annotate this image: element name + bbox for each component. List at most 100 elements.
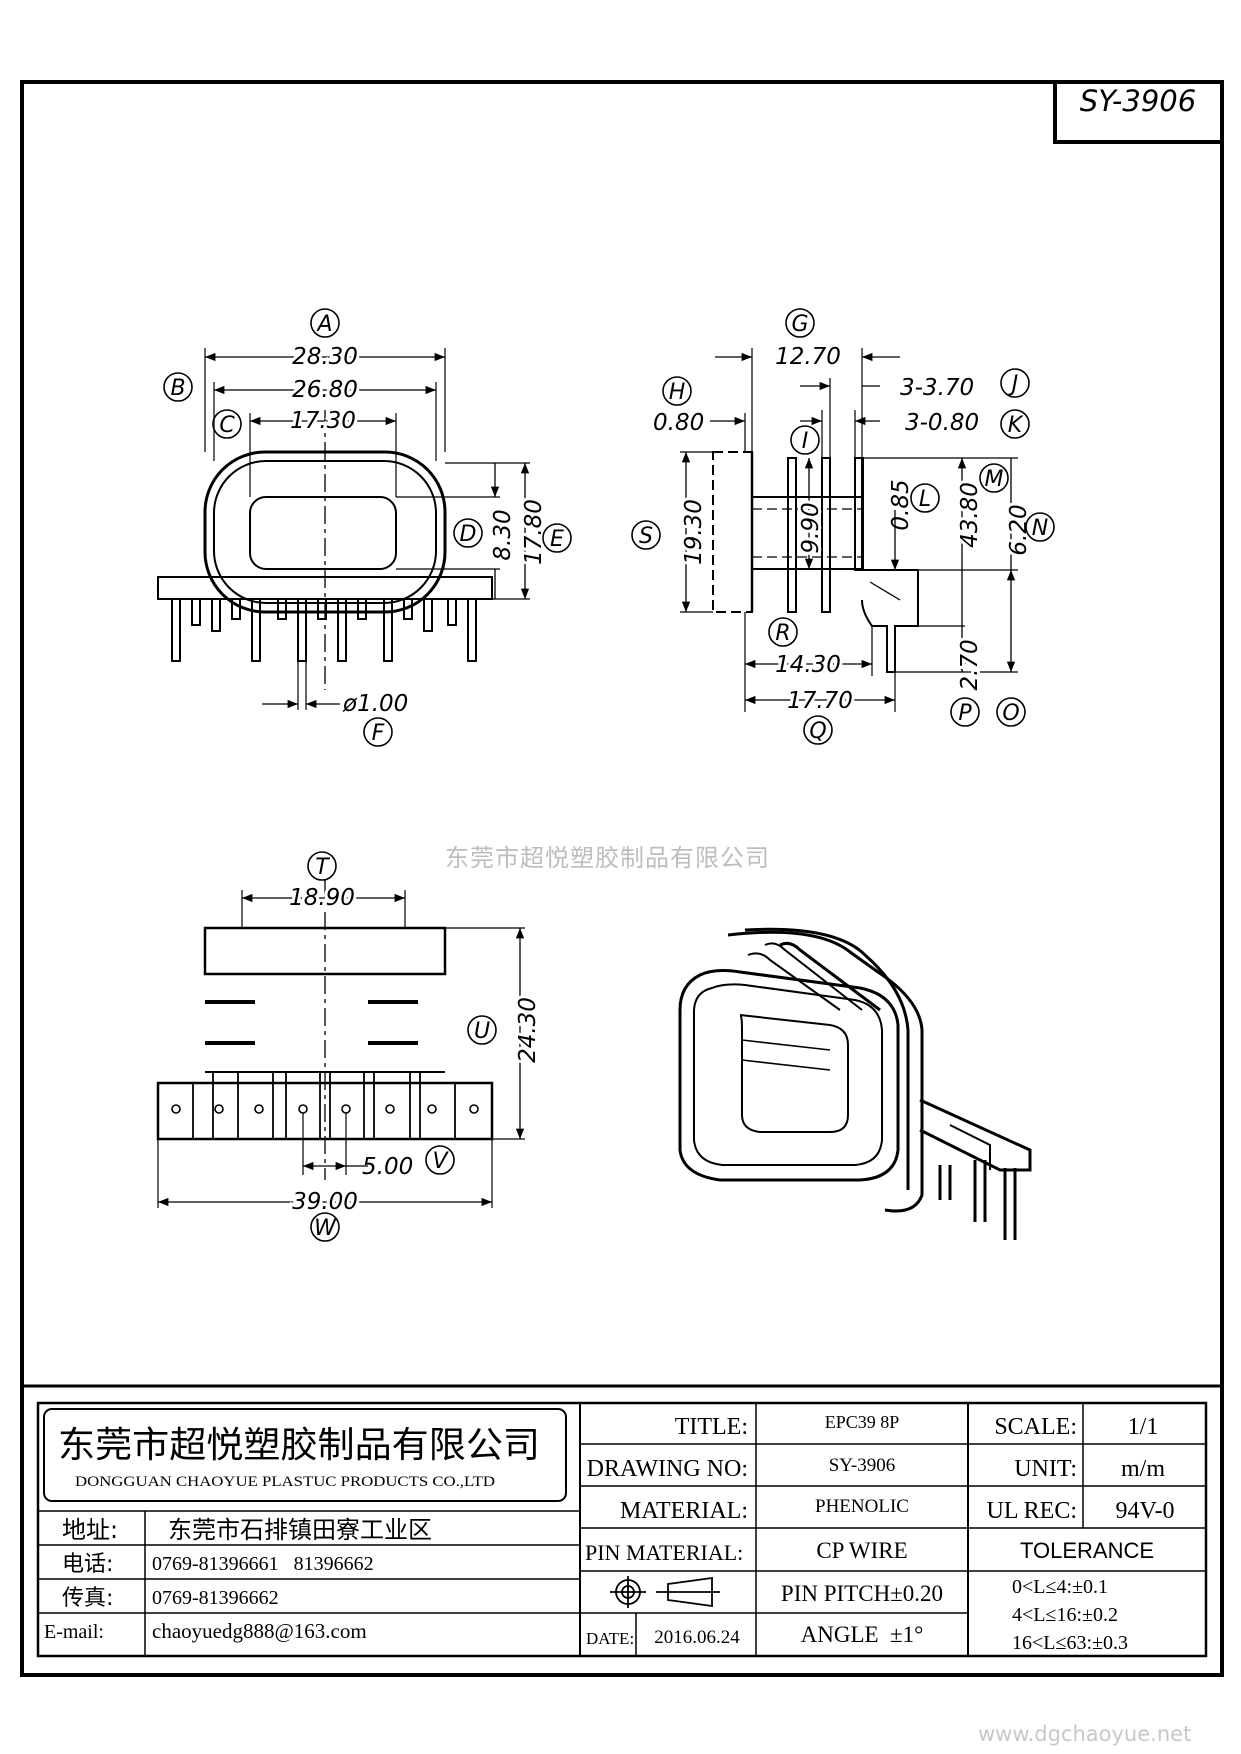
svg-text:12.70: 12.70 [775,344,841,370]
letter-callouts: A B C D E F G H I J K L M N O P Q R S T … [163,308,1055,1242]
svg-text:39.00: 39.00 [292,1189,358,1215]
svg-text:TITLE:: TITLE: [675,1414,748,1440]
svg-text:DRAWING NO:: DRAWING NO: [587,1456,748,1482]
svg-text:Q: Q [809,719,826,744]
callout-C: C [212,409,242,439]
svg-text:DONGGUAN CHAOYUE PLASTUC PRODU: DONGGUAN CHAOYUE PLASTUC PRODUCTS CO.,LT… [75,1474,495,1490]
front-view [157,348,530,710]
svg-text:C: C [219,413,235,438]
callout-E: E [542,523,572,553]
svg-text:3-0.80: 3-0.80 [905,410,979,436]
svg-text:17.70: 17.70 [787,688,853,714]
callout-T: T [307,851,337,881]
svg-text:N: N [1032,516,1048,541]
svg-text:28.30: 28.30 [292,344,358,370]
callout-S: S [631,520,661,550]
watermark-text: 东莞市超悦塑胶制品有限公司 [445,844,770,872]
svg-text:MATERIAL:: MATERIAL: [620,1498,748,1524]
svg-text:UL REC:: UL REC: [987,1498,1077,1524]
callout-V: V [425,1145,455,1175]
callout-L: L [910,483,940,513]
svg-text:ANGLE ±1°: ANGLE ±1° [801,1622,924,1647]
svg-text:SCALE:: SCALE: [994,1414,1077,1440]
callout-H: H [662,376,692,406]
website-text: www.dgchaoyue.net [978,1722,1192,1746]
svg-text:传真:: 传真: [62,1586,113,1611]
front-dimension-labels: 28.30 26.80 17.30 8.30 17.80 ø1.00 [287,341,550,717]
svg-text:DATE:: DATE: [586,1629,634,1648]
svg-text:CP WIRE: CP WIRE [816,1538,907,1563]
svg-text:4<L≤16:±0.2: 4<L≤16:±0.2 [1012,1604,1118,1626]
bottom-dimension-labels: 18.90 24.30 5.00 39.00 [286,882,544,1218]
svg-text:94V-0: 94V-0 [1115,1498,1174,1524]
svg-text:18.90: 18.90 [289,885,355,911]
svg-text:PHENOLIC: PHENOLIC [815,1496,909,1517]
svg-text:E-mail:: E-mail: [44,1621,104,1643]
svg-text:43.80: 43.80 [957,482,983,548]
isometric-view [678,927,1032,1240]
title-block [22,1384,1222,1658]
svg-text:14.30: 14.30 [775,652,841,678]
svg-text:东莞市石排镇田寮工业区: 东莞市石排镇田寮工业区 [168,1516,432,1544]
svg-text:D: D [460,522,477,547]
svg-text:PIN MATERIAL:: PIN MATERIAL: [585,1540,743,1565]
svg-text:24.30: 24.30 [515,997,541,1063]
svg-text:0.85: 0.85 [888,479,914,530]
svg-text:P: P [958,701,972,726]
callout-M: M [979,463,1009,493]
svg-text:6.20: 6.20 [1006,504,1032,555]
callout-R: R [768,617,798,647]
svg-text:地址:: 地址: [62,1516,118,1544]
svg-text:东莞市超悦塑胶制品有限公司: 东莞市超悦塑胶制品有限公司 [58,1425,540,1466]
side-view [680,348,1018,712]
svg-text:ø1.00: ø1.00 [342,691,408,717]
svg-text:0<L≤4:±0.1: 0<L≤4:±0.1 [1012,1576,1108,1598]
svg-text:26.80: 26.80 [292,377,358,403]
svg-text:L: L [919,487,931,512]
svg-text:SY-3906: SY-3906 [829,1455,896,1476]
callout-B: B [163,372,193,402]
svg-text:S: S [639,524,653,549]
svg-text:V: V [432,1149,449,1174]
outer-border [20,80,1224,1677]
svg-text:B: B [170,376,185,401]
svg-text:1/1: 1/1 [1128,1414,1159,1440]
callout-F: F [363,717,393,747]
svg-text:3-3.70: 3-3.70 [900,375,974,401]
svg-text:5.00: 5.00 [362,1154,413,1180]
svg-text:TOLERANCE: TOLERANCE [1020,1538,1154,1563]
svg-text:W: W [314,1216,337,1241]
svg-text:17.30: 17.30 [290,408,356,434]
svg-text:E: E [550,527,564,552]
callout-I: I [790,425,820,455]
svg-text:T: T [315,855,330,880]
svg-text:8.30: 8.30 [490,509,516,560]
svg-text:chaoyuedg888@163.com: chaoyuedg888@163.com [152,1619,367,1643]
svg-text:A: A [315,312,332,337]
svg-text:0769-81396662: 0769-81396662 [152,1587,279,1609]
callout-K: K [1000,409,1030,439]
svg-text:电话:: 电话: [62,1552,113,1577]
svg-text:17.80: 17.80 [521,499,547,565]
svg-text:G: G [791,312,808,337]
side-dimension-labels: 12.70 3-3.70 0.80 3-0.80 19.30 9.90 0.85… [653,341,1035,717]
svg-text:0.80: 0.80 [653,410,704,436]
svg-text:EPC39 8P: EPC39 8P [825,1412,900,1432]
callout-G: G [785,308,815,338]
callout-A: A [310,308,340,338]
callout-O: O [996,697,1026,727]
svg-text:O: O [1002,701,1019,726]
callout-U: U [467,1015,497,1045]
svg-text:16<L≤63:±0.3: 16<L≤63:±0.3 [1012,1632,1128,1654]
svg-text:m/m: m/m [1121,1456,1165,1482]
svg-text:J: J [1008,372,1019,397]
svg-text:R: R [775,621,790,646]
svg-text:PIN PITCH±0.20: PIN PITCH±0.20 [781,1581,943,1606]
callout-W: W [310,1212,340,1242]
drawing-id: SY-3906 [1080,84,1196,118]
svg-text:F: F [372,721,385,746]
svg-text:H: H [669,380,686,405]
title-block-text: 东莞市超悦塑胶制品有限公司 DONGGUAN CHAOYUE PLASTUC P… [44,1412,1175,1654]
bottom-view [156,880,525,1208]
